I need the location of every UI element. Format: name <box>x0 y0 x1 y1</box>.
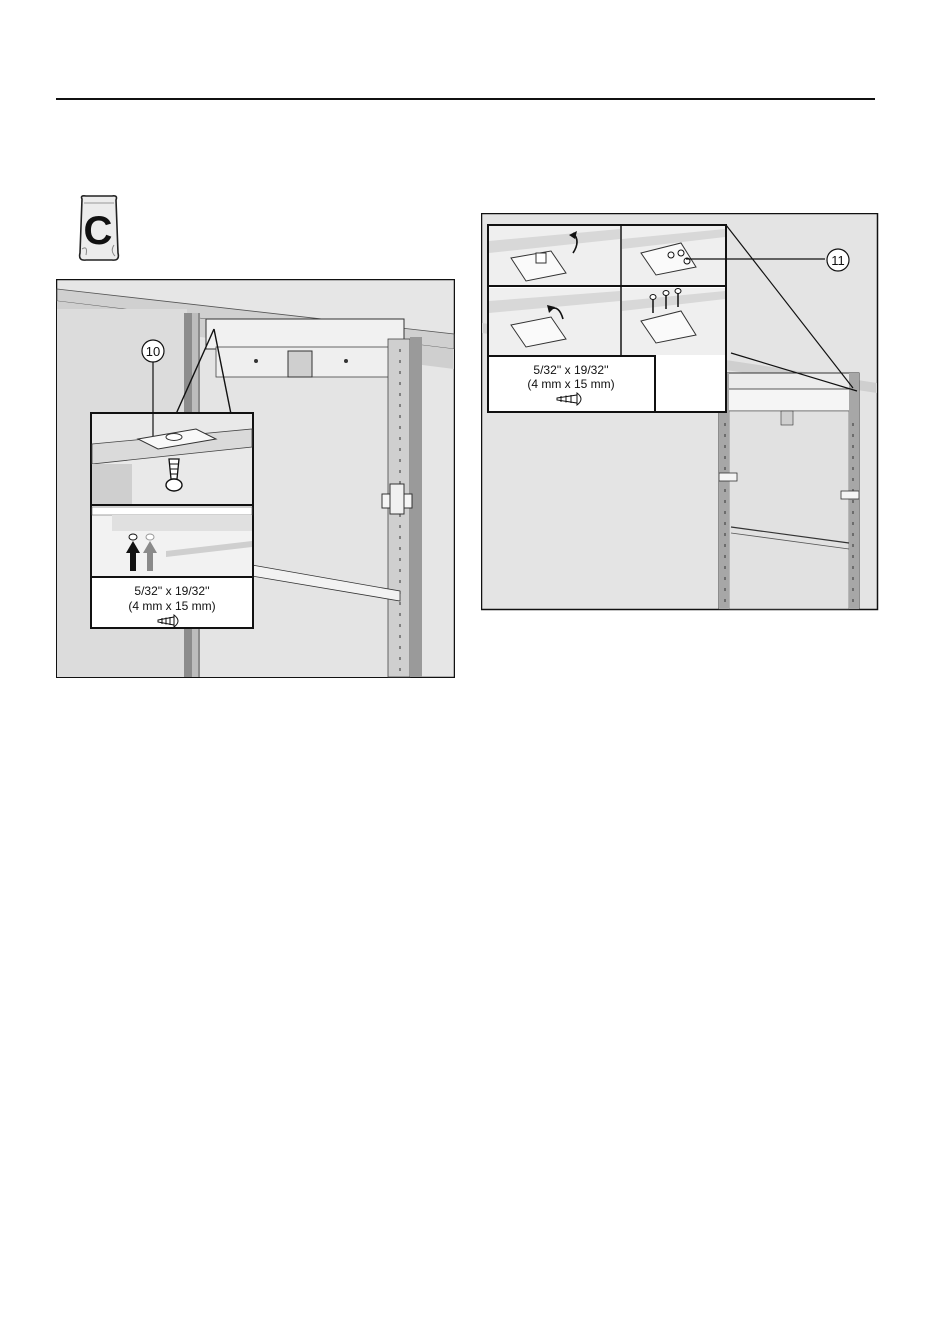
screw-size-metric: (4 mm x 15 mm) <box>128 599 215 613</box>
header-rule <box>56 98 875 100</box>
inset-panel-3 <box>489 288 620 355</box>
inset-panel-1 <box>489 226 620 285</box>
screw-size-metric: (4 mm x 15 mm) <box>527 377 614 391</box>
figure-left: 5/32'' x 19/32'' (4 mm x 15 mm) 10 <box>56 279 455 678</box>
bag-letter: C <box>84 209 113 253</box>
inset-panel-4 <box>622 288 725 355</box>
hardware-bag-c: C <box>76 193 122 263</box>
screw-size-imperial: 5/32'' x 19/32'' <box>533 363 608 377</box>
callout-10: 10 <box>146 344 160 359</box>
callout-11: 11 <box>831 253 845 268</box>
inset-panel-2 <box>622 226 725 285</box>
figure-right: 5/32'' x 19/32'' (4 mm x 15 mm) 11 <box>481 213 879 611</box>
screw-size-imperial: 5/32'' x 19/32'' <box>134 584 209 598</box>
